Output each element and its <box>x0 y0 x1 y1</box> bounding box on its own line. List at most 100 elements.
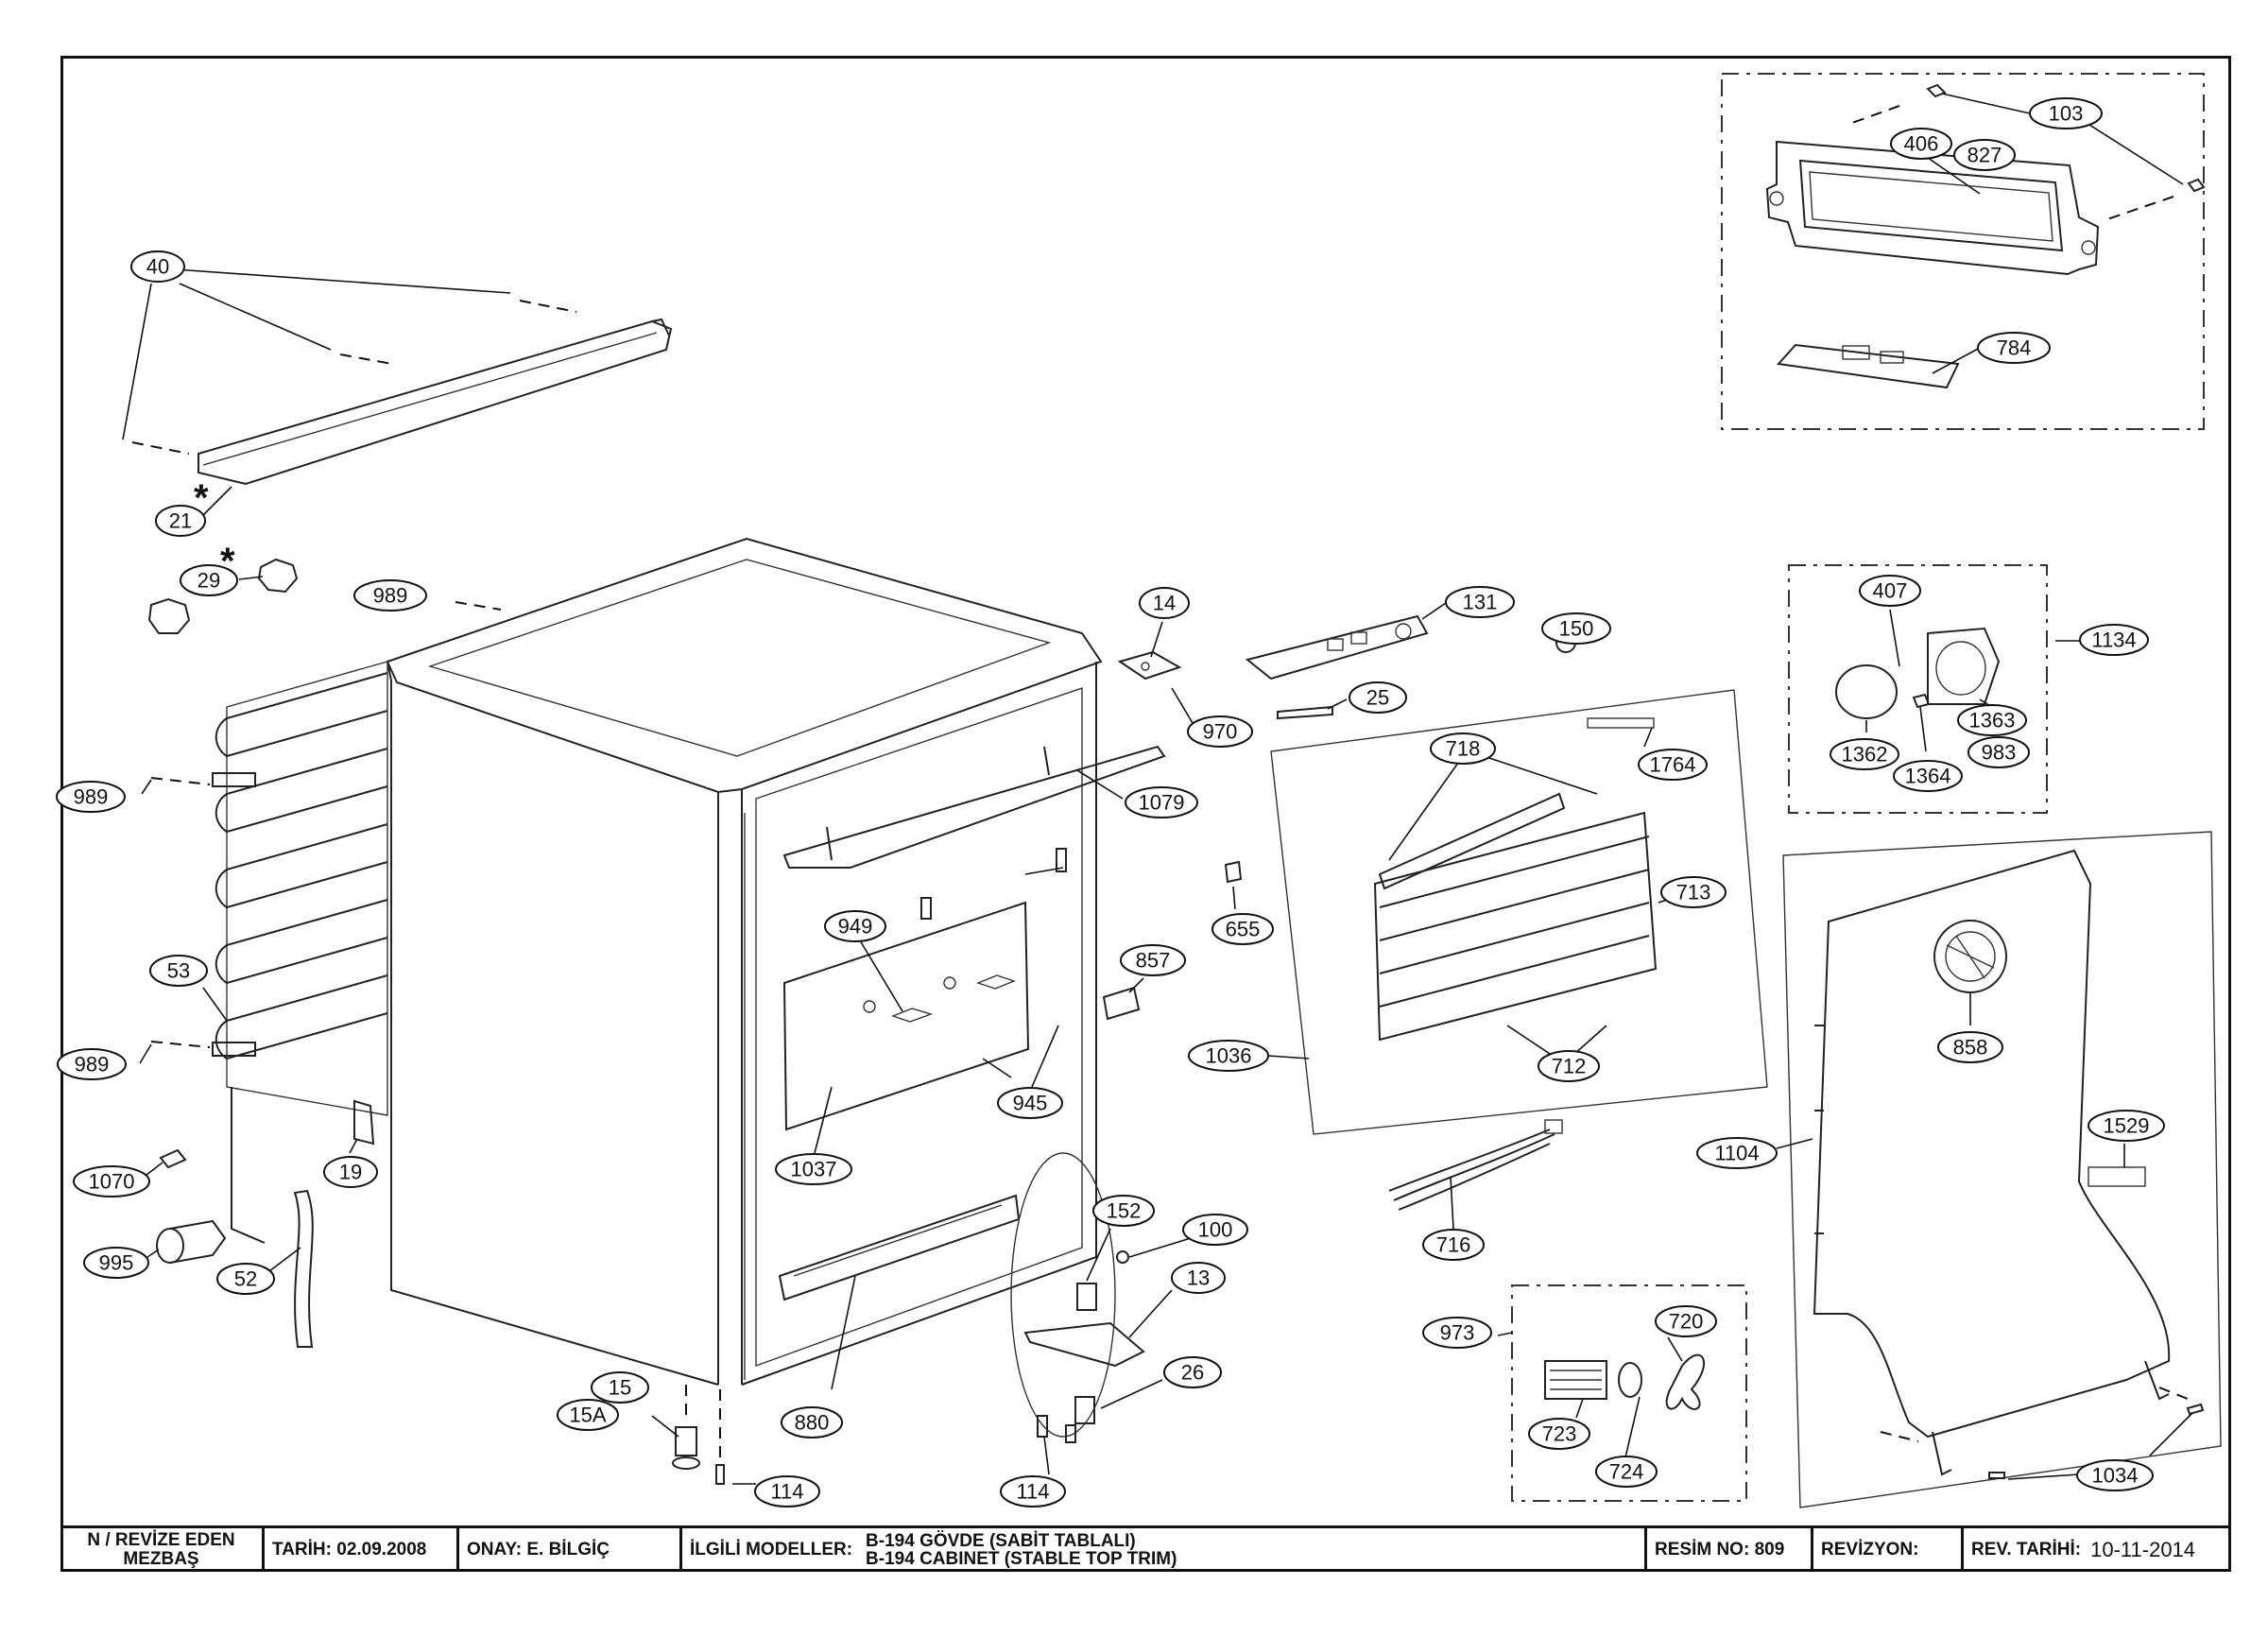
drawing-number-label: RESİM NO: <box>1655 1540 1750 1559</box>
approval-cell: ONAY: E. BİLGİÇ <box>459 1528 682 1572</box>
condenser-53 <box>212 661 388 1244</box>
display-frame-assembly-box <box>1721 73 2205 430</box>
svg-text:724: 724 <box>1609 1460 1644 1484</box>
svg-text:1070: 1070 <box>89 1170 135 1194</box>
svg-text:655: 655 <box>1226 918 1261 941</box>
svg-text:29: 29 <box>198 569 220 593</box>
part-callout: 103 <box>2029 97 2103 129</box>
part-callout: 114 <box>754 1475 820 1508</box>
part-callout: 713 <box>1660 876 1727 908</box>
svg-text:989: 989 <box>74 785 109 809</box>
part-callout: 1529 <box>2088 1110 2165 1142</box>
screw-970 <box>920 897 932 920</box>
svg-text:14: 14 <box>1153 592 1176 615</box>
part-callout: 1104 <box>1696 1137 1778 1169</box>
evaporator-713 <box>1373 792 1658 1042</box>
part-callout: 989 <box>57 1048 127 1080</box>
strip-1764 <box>1587 717 1655 729</box>
revised-by-value: MEZBAŞ <box>123 1549 199 1569</box>
gasket-strip-25 <box>1277 705 1333 720</box>
revised-by-label: N / REVİZE EDEN <box>87 1530 235 1550</box>
part-callout: 1364 <box>1893 760 1963 792</box>
svg-text:716: 716 <box>1436 1233 1471 1257</box>
part-callout: 1362 <box>1830 738 1899 770</box>
svg-text:989: 989 <box>75 1053 110 1077</box>
part-callout: 406 <box>1890 128 1952 160</box>
part-callout: 718 <box>1430 732 1496 765</box>
part-callout: 1764 <box>1638 749 1708 781</box>
drain-bracket-19 <box>353 1099 375 1146</box>
part-callout: 100 <box>1182 1214 1248 1246</box>
cabinet-body <box>386 537 1103 1386</box>
svg-text:152: 152 <box>1107 1199 1142 1223</box>
related-models-cell: İLGİLİ MODELLER: B-194 GÖVDE (SABİT TABL… <box>682 1528 1647 1572</box>
top-vent-grille <box>198 318 673 486</box>
revision-date-label: REV. TARİHİ: <box>1971 1540 2082 1559</box>
part-callout: 1079 <box>1125 786 1198 818</box>
indicator-857 <box>1102 986 1141 1021</box>
fan-blade-720 <box>1665 1353 1706 1410</box>
svg-text:53: 53 <box>167 959 190 983</box>
svg-text:1362: 1362 <box>1842 743 1888 767</box>
part-callout: 114 <box>1000 1475 1066 1508</box>
svg-text:945: 945 <box>1013 1092 1048 1115</box>
screw-1034 <box>1988 1403 2205 1479</box>
inner-back-panel-1037 <box>782 901 1030 1131</box>
rear-cover-box <box>1782 831 2222 1508</box>
svg-text:858: 858 <box>1953 1036 1988 1060</box>
fan-motor-box-973 <box>1511 1284 1747 1502</box>
related-models-label: İLGİLİ MODELLER: <box>690 1540 853 1559</box>
svg-text:1034: 1034 <box>2092 1464 2139 1488</box>
part-callout: 989 <box>353 579 427 612</box>
svg-text:103: 103 <box>2049 102 2084 126</box>
part-callout: 724 <box>1595 1456 1658 1488</box>
part-callout: 949 <box>824 910 886 942</box>
approval-value: E. BİLGİÇ <box>526 1540 610 1559</box>
date-label: TARİH: <box>272 1540 332 1559</box>
part-callout: 26 <box>1163 1356 1222 1388</box>
part-callout: 712 <box>1538 1050 1600 1082</box>
asterisk-21: * <box>194 477 209 519</box>
screw-114 <box>715 1464 725 1485</box>
svg-text:880: 880 <box>795 1411 830 1435</box>
svg-text:150: 150 <box>1559 617 1594 641</box>
fan-motor-723 <box>1544 1360 1642 1400</box>
part-callout: 13 <box>1171 1262 1226 1294</box>
svg-text:15A: 15A <box>569 1404 606 1427</box>
svg-text:995: 995 <box>99 1251 134 1275</box>
part-callout: 150 <box>1541 612 1611 645</box>
svg-text:131: 131 <box>1463 591 1498 614</box>
part-callout: 1363 <box>1957 704 2027 736</box>
part-callout: 857 <box>1120 944 1186 976</box>
lamp-assembly-box-1134 <box>1788 564 2048 814</box>
part-callout: 973 <box>1422 1317 1492 1349</box>
svg-text:973: 973 <box>1440 1321 1475 1345</box>
svg-text:13: 13 <box>1187 1267 1210 1290</box>
hinge-bracket-14 <box>1117 650 1182 681</box>
svg-text:720: 720 <box>1669 1310 1704 1334</box>
part-callout: 29 <box>180 564 238 596</box>
part-callout: 131 <box>1445 586 1515 618</box>
svg-text:718: 718 <box>1446 737 1481 761</box>
part-callout: 858 <box>1937 1031 2003 1063</box>
foot-15 <box>672 1426 700 1470</box>
svg-text:713: 713 <box>1676 881 1711 905</box>
svg-text:21: 21 <box>169 509 192 533</box>
part-callout: 14 <box>1139 587 1190 619</box>
capacitor-995 <box>156 1219 227 1264</box>
part-callout: 880 <box>781 1406 843 1439</box>
nut-29 <box>147 558 299 634</box>
svg-text:723: 723 <box>1542 1422 1577 1446</box>
screw-970b <box>1056 848 1067 872</box>
part-callout: 720 <box>1655 1305 1717 1337</box>
svg-text:15: 15 <box>609 1376 631 1400</box>
part-callout: 1036 <box>1188 1040 1269 1072</box>
svg-text:970: 970 <box>1203 720 1238 744</box>
screw <box>1926 83 2206 193</box>
svg-text:827: 827 <box>1967 144 2002 167</box>
svg-text:1364: 1364 <box>1905 765 1951 788</box>
part-callout: 945 <box>997 1087 1063 1119</box>
svg-text:1529: 1529 <box>2104 1114 2150 1138</box>
drawing-number-value: 809 <box>1754 1540 1785 1559</box>
part-callout: 19 <box>323 1156 378 1188</box>
